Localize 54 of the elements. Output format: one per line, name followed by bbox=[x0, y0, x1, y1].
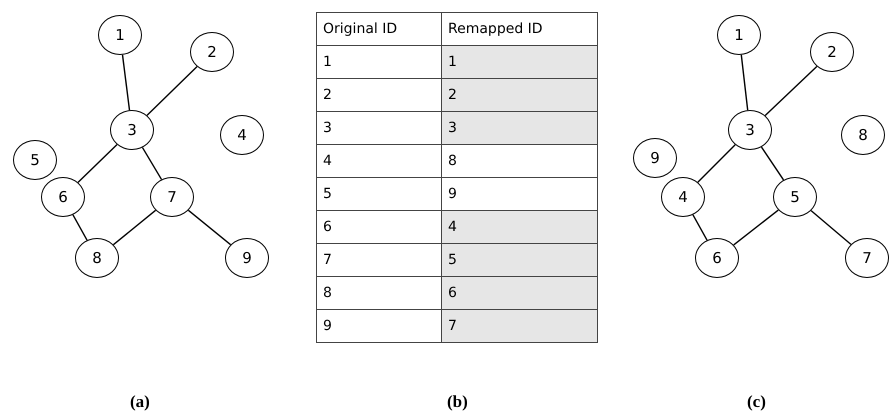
connector-line bbox=[78, 144, 118, 183]
graph-node: 7 bbox=[845, 238, 889, 278]
graph-node: 9 bbox=[633, 138, 677, 178]
connector-line bbox=[760, 146, 784, 180]
connector-line bbox=[740, 54, 748, 110]
table-cell: 3 bbox=[442, 112, 598, 144]
graph-node: 6 bbox=[695, 238, 739, 278]
connector-line bbox=[72, 214, 88, 240]
graph-node: 8 bbox=[841, 115, 885, 155]
table-cell: 4 bbox=[316, 144, 442, 178]
graph-node: 6 bbox=[41, 177, 85, 217]
panel-caption: (a) bbox=[130, 392, 150, 412]
table-cell: 8 bbox=[442, 144, 598, 178]
table-cell: 4 bbox=[442, 210, 598, 244]
graph-node: 2 bbox=[190, 32, 234, 72]
connector-line bbox=[122, 54, 130, 110]
column-header: Original ID bbox=[316, 12, 442, 46]
table-cell: 9 bbox=[316, 310, 442, 342]
graph-node: 4 bbox=[220, 115, 264, 155]
connector-line bbox=[112, 210, 156, 246]
graph-node: 3 bbox=[110, 110, 154, 150]
column-header: Remapped ID bbox=[442, 12, 598, 46]
table-cell: 1 bbox=[442, 46, 598, 78]
graph-node: 7 bbox=[150, 177, 194, 217]
connector-line bbox=[764, 66, 818, 116]
graph-node: 1 bbox=[98, 15, 142, 55]
connector-line bbox=[810, 210, 852, 245]
graph-node: 4 bbox=[661, 177, 705, 217]
graph-node: 5 bbox=[13, 140, 57, 180]
connector-line bbox=[733, 210, 779, 246]
table-cell: 2 bbox=[442, 78, 598, 112]
table-cell: 7 bbox=[316, 244, 442, 276]
panel-caption: (c) bbox=[747, 392, 766, 412]
connector-line bbox=[692, 214, 708, 240]
connector-line bbox=[188, 210, 232, 246]
table-cell: 5 bbox=[316, 178, 442, 210]
table-cell: 5 bbox=[442, 244, 598, 276]
connector-line bbox=[142, 147, 162, 180]
table-cell: 7 bbox=[442, 310, 598, 342]
table-cell: 8 bbox=[316, 276, 442, 310]
graph-node: 9 bbox=[225, 238, 269, 278]
graph-node: 3 bbox=[728, 110, 772, 150]
connector-line bbox=[146, 66, 198, 116]
table-cell: 6 bbox=[316, 210, 442, 244]
panel-caption: (b) bbox=[447, 392, 468, 412]
graph-node: 8 bbox=[75, 238, 119, 278]
table-cell: 2 bbox=[316, 78, 442, 112]
table-cell: 1 bbox=[316, 46, 442, 78]
graph-node: 2 bbox=[810, 32, 854, 72]
table-cell: 3 bbox=[316, 112, 442, 144]
table-cell: 6 bbox=[442, 276, 598, 310]
connector-line bbox=[697, 144, 736, 183]
graph-node: 1 bbox=[717, 15, 761, 55]
graph-node: 5 bbox=[773, 177, 817, 217]
